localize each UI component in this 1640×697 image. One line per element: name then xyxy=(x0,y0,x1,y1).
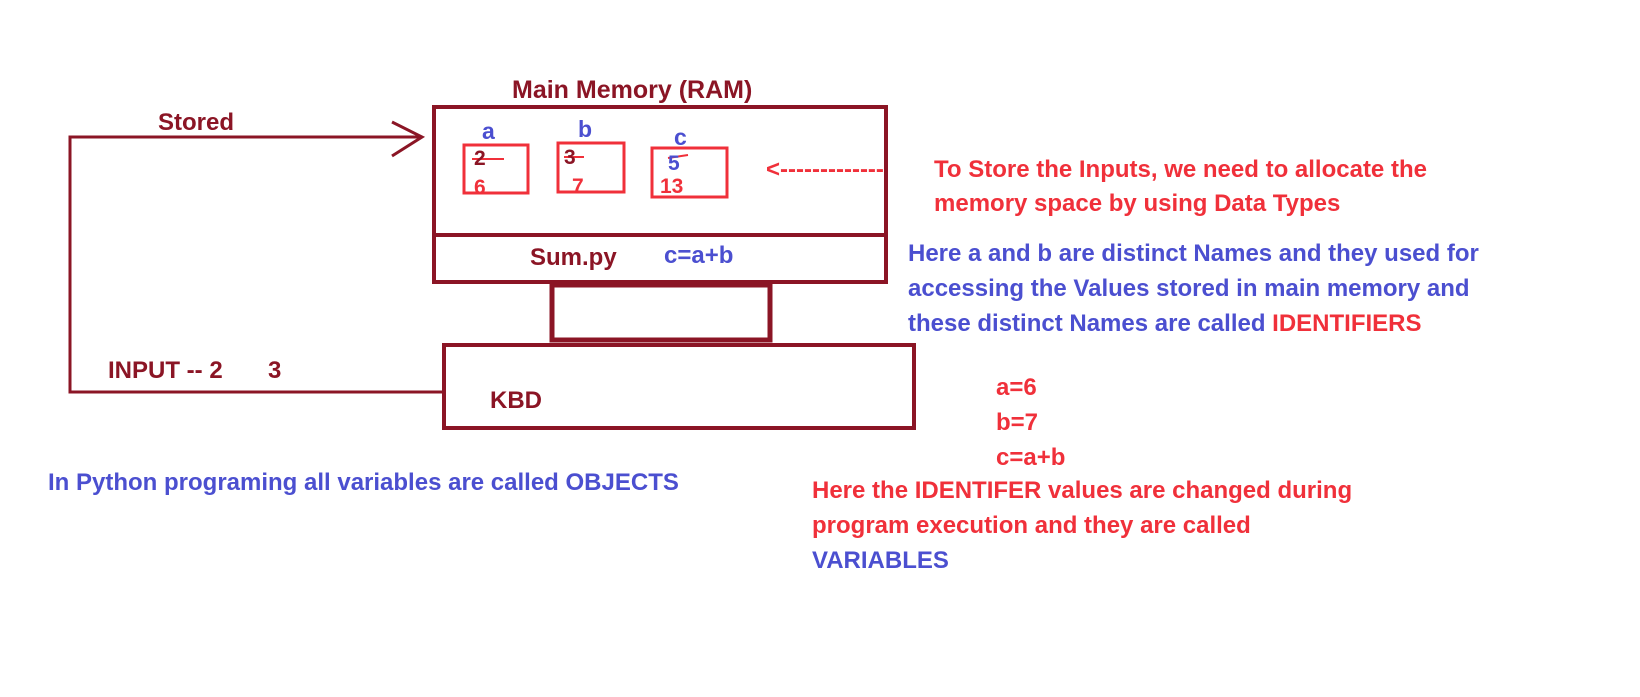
cell-a-new-value: 6 xyxy=(474,176,486,199)
assignment-c: c=a+b xyxy=(996,444,1066,471)
input-path xyxy=(68,135,444,394)
program-name: Sum.py xyxy=(530,244,617,271)
input-extra-value: 3 xyxy=(268,357,282,384)
ram-title: Main Memory (RAM) xyxy=(512,76,753,104)
assignment-b: b=7 xyxy=(996,409,1039,436)
cell-b-new-value: 7 xyxy=(572,175,584,198)
stored-arrowhead xyxy=(391,120,426,158)
cell-b-old-value: 3 xyxy=(564,146,576,169)
assignment-a: a=6 xyxy=(996,374,1037,401)
cell-b-box xyxy=(556,141,626,194)
cell-a-old-value: 2 xyxy=(474,147,486,170)
cell-c-new-value: 13 xyxy=(660,175,684,198)
identifiers-line-3: these distinct Names are called IDENTIFI… xyxy=(908,310,1422,338)
cell-c-old-value: 5 xyxy=(668,152,680,175)
stored-label: Stored xyxy=(158,109,235,136)
variables-line-1: Here the IDENTIFER values are changed du… xyxy=(812,477,1353,504)
cell-b-name: b xyxy=(578,116,593,142)
variables-keyword: VARIABLES xyxy=(812,547,949,574)
identifiers-line-2: accessing the Values stored in main memo… xyxy=(908,275,1470,302)
keyboard-label: KBD xyxy=(490,387,542,414)
identifiers-line-3-text: these distinct Names are called xyxy=(908,310,1273,337)
keyboard-box xyxy=(442,343,916,430)
cell-a-box xyxy=(462,143,530,195)
cell-c-box xyxy=(650,146,729,199)
cell-c-name: c xyxy=(674,124,687,150)
objects-note: In Python programing all variables are c… xyxy=(48,469,679,496)
cell-c-strike xyxy=(667,154,689,159)
input-label: INPUT -- 2 xyxy=(108,357,223,384)
monitor-stand xyxy=(549,282,773,343)
program-code: c=a+b xyxy=(664,242,734,269)
cell-a-name: a xyxy=(482,118,495,144)
allocation-line-2: memory space by using Data Types xyxy=(934,190,1341,217)
identifiers-keyword: IDENTIFIERS xyxy=(1272,310,1422,337)
allocation-arrow: <------------- xyxy=(766,156,884,183)
variables-line-2: program execution and they are called xyxy=(812,512,1251,539)
ram-box xyxy=(432,105,888,284)
allocation-line-1: To Store the Inputs, we need to allocate… xyxy=(934,156,1427,183)
identifiers-line-1: Here a and b are distinct Names and they… xyxy=(908,240,1479,267)
